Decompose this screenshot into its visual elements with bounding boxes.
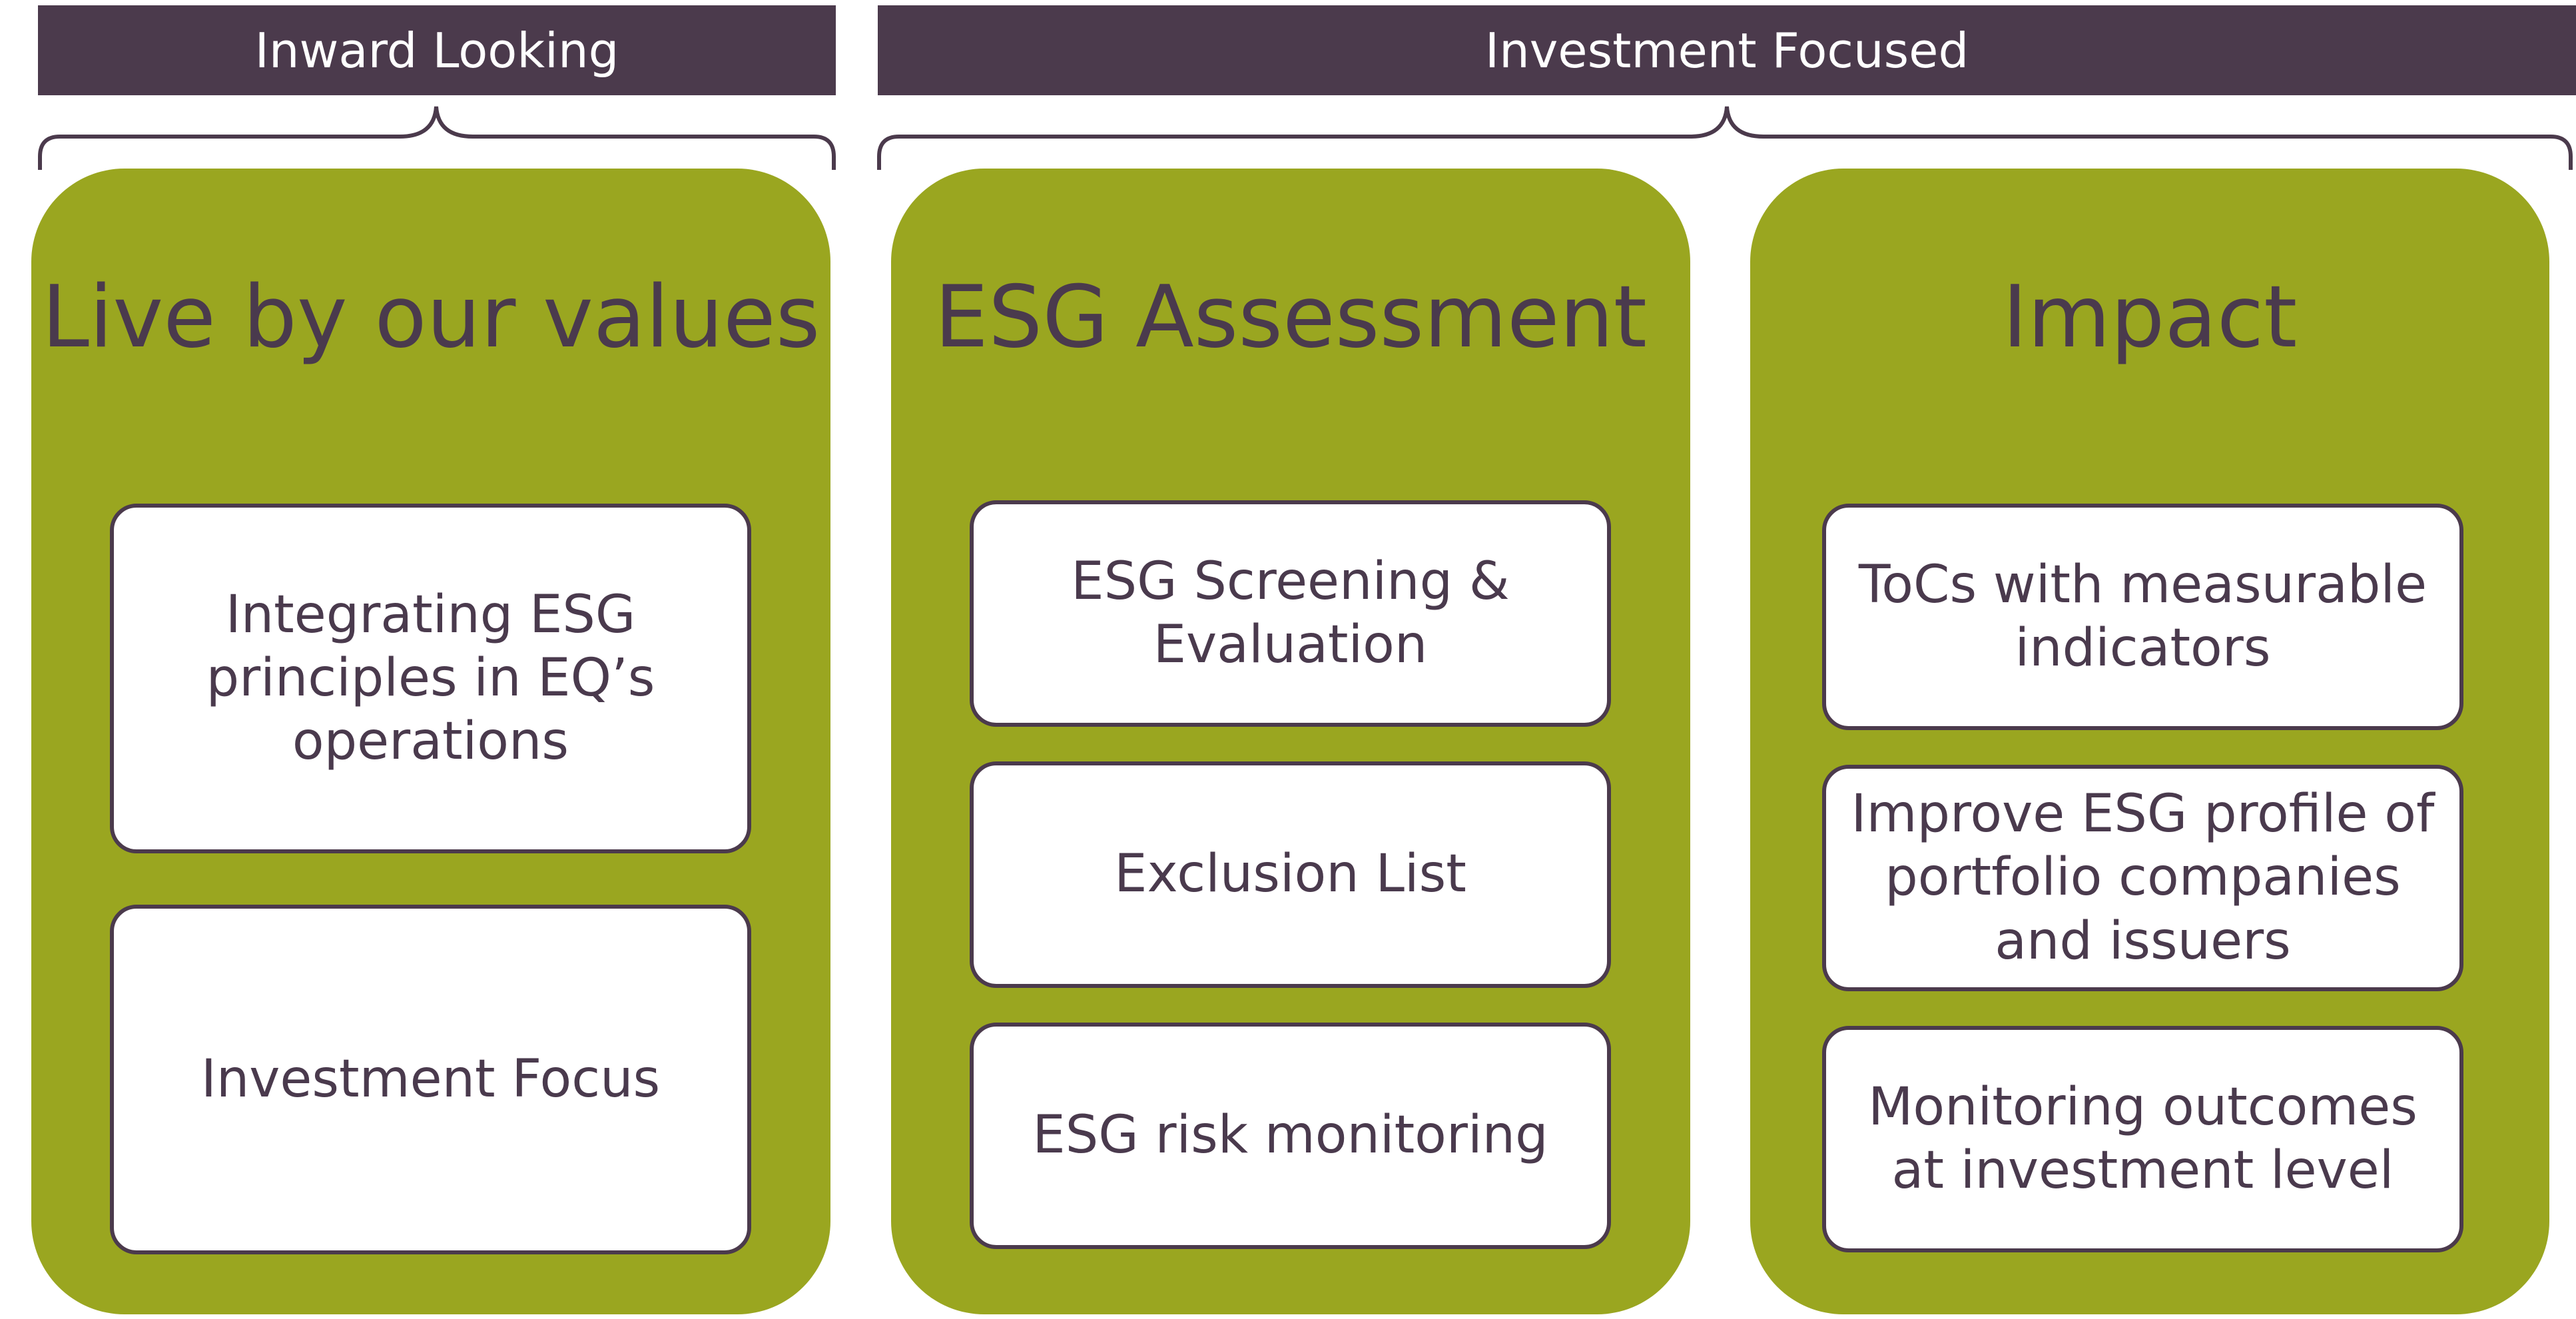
panel-title: ESG Assessment xyxy=(934,268,1647,367)
header-investment-label: Investment Focused xyxy=(1484,22,1969,79)
brace-investment xyxy=(877,106,2573,170)
header-inward-looking: Inward Looking xyxy=(38,5,836,95)
item-improve-esg-profile: Improve ESG profile of portfolio compani… xyxy=(1822,765,2463,991)
item-esg-risk-monitoring: ESG risk monitoring xyxy=(970,1023,1611,1249)
item-investment-focus: Investment Focus xyxy=(110,905,751,1254)
panel-live-by-our-values: Live by our values Integrating ESG princ… xyxy=(31,169,830,1314)
brace-inward xyxy=(38,106,836,170)
item-integrating-esg-principles: Integrating ESG principles in EQ’s opera… xyxy=(110,504,751,853)
panel-impact: Impact ToCs with measurable indicators I… xyxy=(1750,169,2549,1314)
item-monitoring-outcomes: Monitoring outcomes at investment level xyxy=(1822,1026,2463,1252)
brace-layer xyxy=(38,106,2573,170)
header-investment-focused: Investment Focused xyxy=(878,5,2576,95)
item-esg-screening-evaluation: ESG Screening & Evaluation xyxy=(970,500,1611,727)
panel-title: Impact xyxy=(2002,268,2298,367)
panel-esg-assessment: ESG Assessment ESG Screening & Evaluatio… xyxy=(891,169,1690,1314)
item-tocs-measurable-indicators: ToCs with measurable indicators xyxy=(1822,504,2463,730)
item-exclusion-list: Exclusion List xyxy=(970,761,1611,988)
panel-title: Live by our values xyxy=(41,268,820,367)
header-inward-label: Inward Looking xyxy=(254,22,619,79)
